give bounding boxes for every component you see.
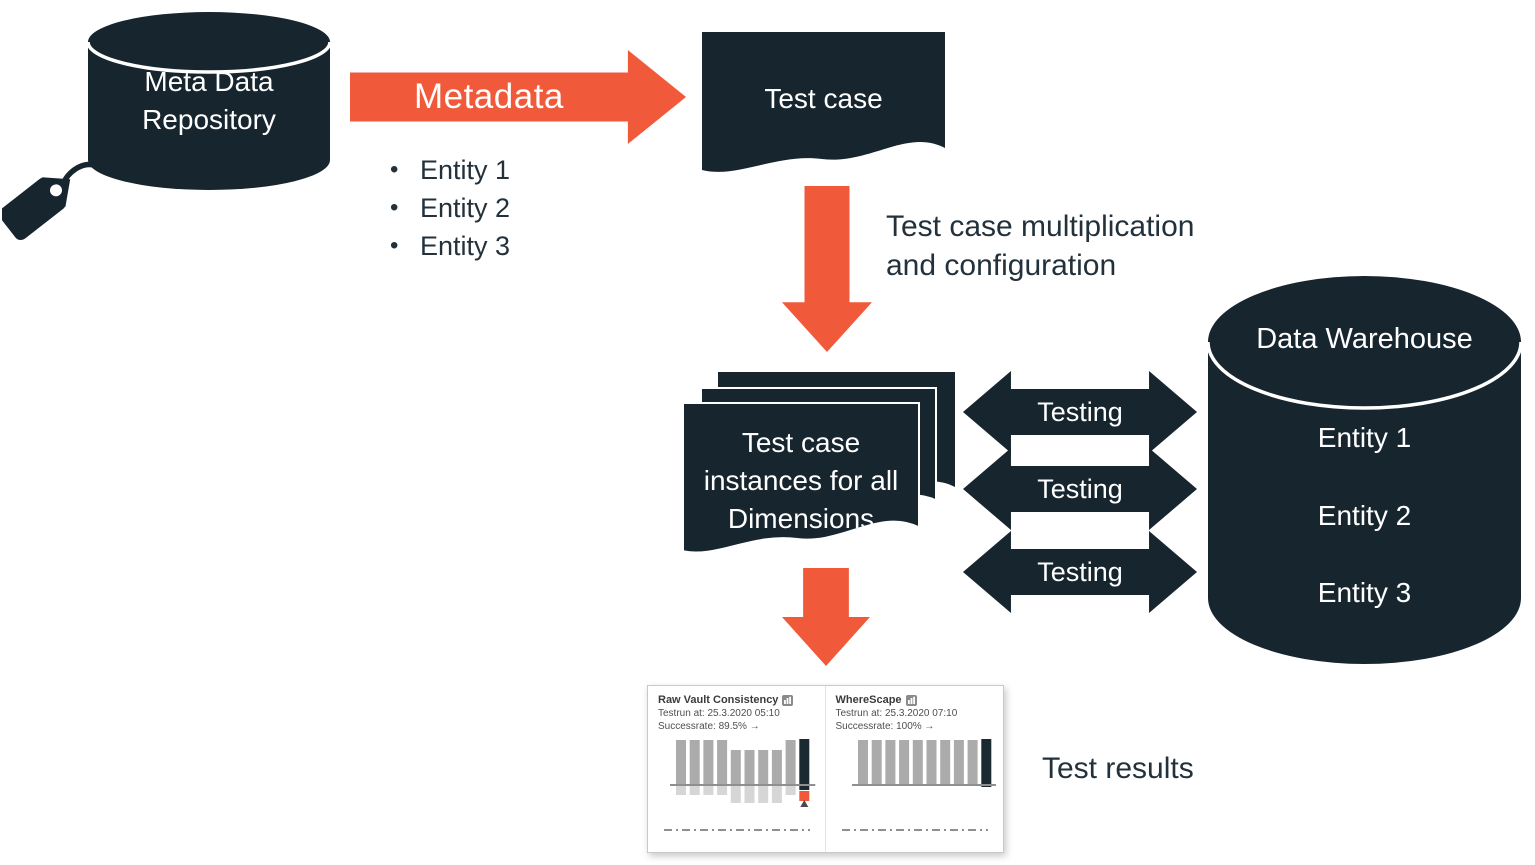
testing-label: Testing <box>1037 396 1123 427</box>
chart-badge-icon <box>905 694 917 706</box>
dw-entity-label: Entity 3 <box>1317 577 1412 608</box>
list-item: • Entity 2 <box>390 189 510 227</box>
data-warehouse-title: Data Warehouse <box>1256 323 1473 355</box>
multiplication-label: Test case multiplication and configurati… <box>886 207 1194 285</box>
multiplication-label-line1: Test case multiplication <box>886 210 1195 243</box>
document-stack-front: Test case instances for all Dimensions <box>680 400 922 567</box>
result-card-wherescape: WhereScape Testrun at: 25.3.2020 07:10 S… <box>826 686 1004 852</box>
result-card-title: Raw Vault Consistency <box>658 694 779 706</box>
test-results-panel: Raw Vault Consistency Testrun at: 25.3.2… <box>647 685 1004 853</box>
result-card-title: WhereScape <box>835 694 902 706</box>
down-arrow-results <box>782 568 870 666</box>
meta-repo-label-line2: Repository <box>142 104 276 135</box>
entity-label: Entity 1 <box>420 155 511 185</box>
source-entity-list: • Entity 1 • Entity 2 • Entity 3 <box>390 151 510 265</box>
database-cylinder-icon <box>86 12 332 190</box>
list-item: • Entity 3 <box>390 227 510 265</box>
bullet-icon: • <box>390 232 399 259</box>
tag-icon <box>2 161 102 241</box>
list-item: • Entity 1 <box>390 151 510 189</box>
test-results-label: Test results <box>1042 752 1194 785</box>
test-case-document: Test case <box>702 32 945 178</box>
metadata-arrow: Metadata <box>350 50 686 144</box>
database-cylinder-icon <box>1206 276 1523 664</box>
result-card-title-row: WhereScape <box>836 693 995 707</box>
down-arrow-multiplication <box>782 186 872 352</box>
successrate-value: Successrate: 100% → <box>835 721 935 732</box>
testing-arrow-2: Testing <box>963 448 1197 530</box>
meta-data-repository-cylinder: Meta Data Repository <box>86 12 332 190</box>
successrate-value: Successrate: 89.5% → <box>658 721 760 732</box>
result-card-title-row: Raw Vault Consistency <box>658 693 816 707</box>
multiplication-label-line2: and configuration <box>886 249 1117 282</box>
chart-badge-icon <box>782 694 794 706</box>
metadata-arrow-label: Metadata <box>413 77 564 116</box>
bullet-icon: • <box>390 194 399 221</box>
trend-line <box>841 829 988 831</box>
document-shape-icon <box>680 400 922 556</box>
testing-arrow-3: Testing <box>963 531 1197 613</box>
testrun-timestamp: Testrun at: 25.3.2020 07:10 <box>835 708 958 719</box>
entity-label: Entity 3 <box>420 231 511 261</box>
trend-line <box>663 829 810 831</box>
result-card-raw-vault: Raw Vault Consistency Testrun at: 25.3.2… <box>648 686 826 852</box>
testrun-bar-chart <box>670 739 816 807</box>
bullet-icon: • <box>390 156 399 183</box>
document-shape-icon <box>702 32 945 172</box>
dw-entity-label: Entity 2 <box>1317 500 1412 531</box>
entity-label: Entity 2 <box>420 193 511 223</box>
data-warehouse-cylinder: Data Warehouse Entity 1 Entity 2 Entity … <box>1206 276 1523 666</box>
testrun-bar-chart <box>851 739 996 787</box>
testing-label: Testing <box>1037 556 1123 587</box>
doc-stack-label-line3: Dimensions <box>727 503 875 534</box>
doc-stack-label: Test case instances for all Dimensions <box>682 424 920 538</box>
doc-stack-label-line1: Test case <box>741 427 861 458</box>
doc-stack-label-line2: instances for all <box>703 465 899 496</box>
dw-entity-label: Entity 1 <box>1317 422 1412 453</box>
testing-label: Testing <box>1037 473 1123 504</box>
testing-arrow-1: Testing <box>963 371 1197 453</box>
test-case-label: Test case <box>764 83 883 114</box>
meta-repo-label-line1: Meta Data <box>144 66 274 97</box>
testrun-timestamp: Testrun at: 25.3.2020 05:10 <box>658 708 780 719</box>
